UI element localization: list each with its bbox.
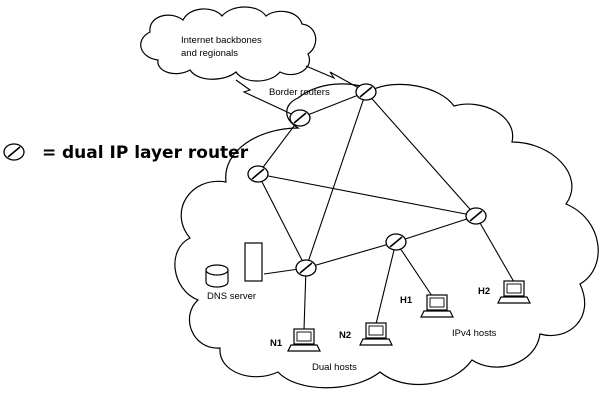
internet-cloud: [140, 6, 317, 82]
host-h1-icon: [420, 294, 454, 318]
host-n1-label: N1: [270, 338, 283, 349]
dual-hosts-label: Dual hosts: [312, 362, 357, 373]
internet-cloud-label-line2: and regionals: [181, 48, 238, 59]
legend-router-icon: [3, 143, 25, 161]
host-n2-label: N2: [339, 330, 351, 341]
router-right: [465, 207, 487, 225]
internet-cloud-label-line1: Internet backbones: [181, 35, 262, 46]
dns-server-icon: [205, 242, 263, 288]
host-h1-label: H1: [400, 295, 413, 306]
local-network-cloud: [174, 83, 599, 389]
legend-equals: =: [42, 143, 56, 163]
router-center: [385, 233, 407, 251]
host-n2-icon: [359, 322, 393, 346]
internet-link-right: [305, 65, 367, 93]
dns-server-label: DNS server: [207, 291, 256, 302]
host-links: [303, 215, 515, 331]
router-dns: [295, 259, 317, 277]
ipv4-hosts-label: IPv4 hosts: [452, 328, 497, 339]
internet-link-left: [235, 79, 301, 119]
host-n1-icon: [287, 328, 321, 352]
border-router-1: [289, 109, 311, 127]
router-left: [247, 165, 269, 183]
border-routers-label: Border routers: [269, 87, 330, 98]
legend-label: dual IP layer router: [62, 143, 249, 163]
host-h2-icon: [497, 280, 531, 304]
host-h2-label: H2: [478, 286, 490, 297]
border-router-2: [355, 83, 377, 101]
